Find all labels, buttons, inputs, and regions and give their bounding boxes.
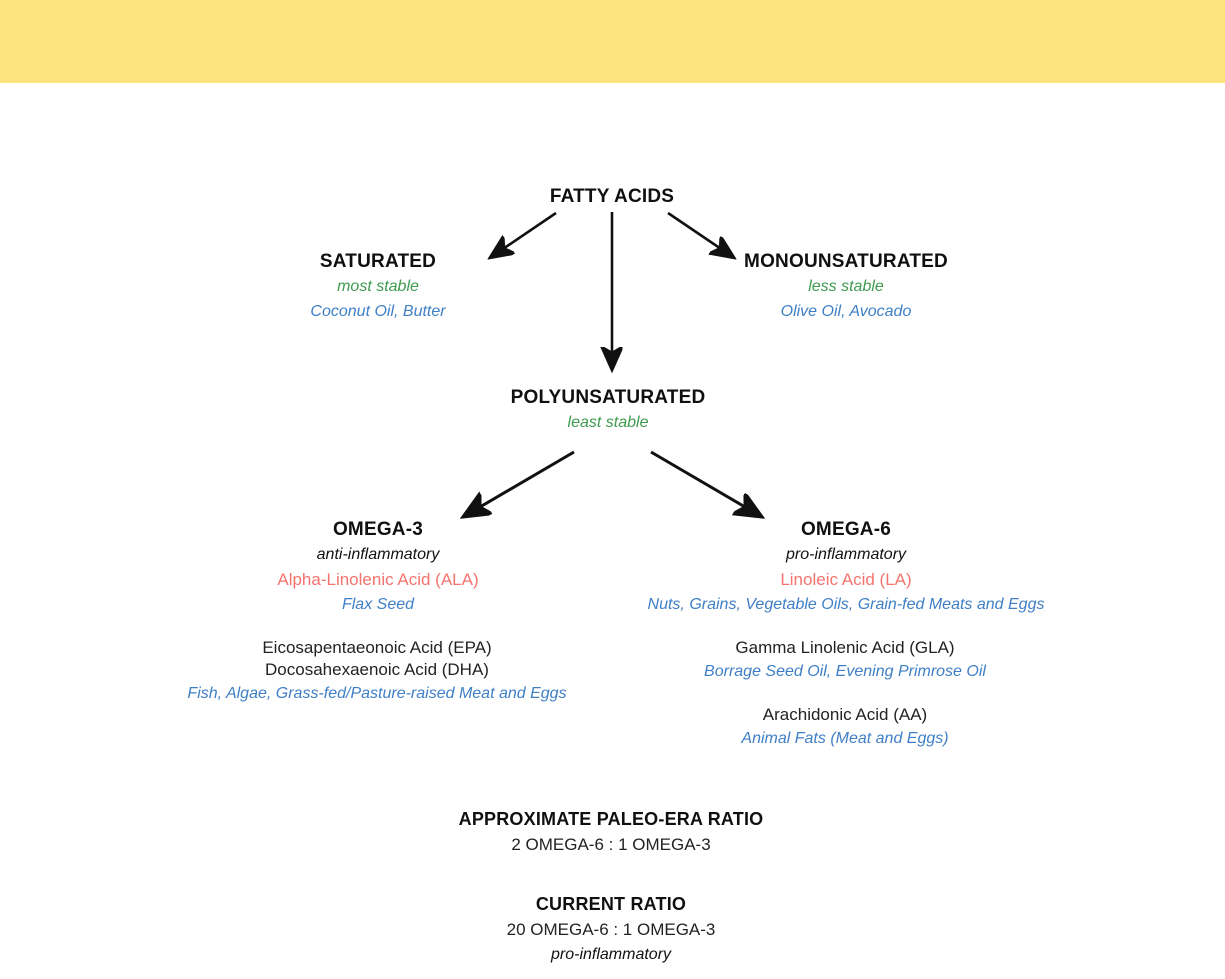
omega3-secondary-acid-dha: Docosahexaenoic Acid (DHA) xyxy=(265,660,489,679)
top-banner xyxy=(0,0,1225,83)
node-fatty-acids: FATTY ACIDS xyxy=(550,185,674,209)
ratio-paleo-value: 2 OMEGA-6 : 1 OMEGA-3 xyxy=(511,835,711,854)
ratio-paleo: APPROXIMATE PALEO-ERA RATIO 2 OMEGA-6 : … xyxy=(459,806,764,857)
omega6-aa-sources: Animal Fats (Meat and Eggs) xyxy=(741,730,949,747)
node-omega6-gla: Gamma Linolenic Acid (GLA) Borrage Seed … xyxy=(704,637,986,684)
ratio-current-note: pro-inflammatory xyxy=(550,946,672,963)
arrow-fattyacids-to-saturated xyxy=(494,211,557,255)
omega6-title: OMEGA-6 xyxy=(800,519,892,540)
monounsaturated-title: MONOUNSATURATED xyxy=(744,251,948,272)
polyunsaturated-title: POLYUNSATURATED xyxy=(510,387,706,408)
omega6-secondary-acid-aa: Arachidonic Acid (AA) xyxy=(762,705,928,724)
omega3-secondary-sources: Fish, Algae, Grass-fed/Pasture-raised Me… xyxy=(187,685,567,702)
node-saturated: SATURATED most stable Coconut Oil, Butte… xyxy=(310,250,445,324)
polyunsaturated-stability: least stable xyxy=(567,414,649,431)
saturated-stability: most stable xyxy=(337,278,419,295)
node-omega3-secondary: Eicosapentaeonoic Acid (EPA) Docosahexae… xyxy=(187,637,566,706)
fatty-acids-title: FATTY ACIDS xyxy=(549,186,675,207)
omega6-primary-sources: Nuts, Grains, Vegetable Oils, Grain-fed … xyxy=(647,596,1045,613)
omega6-secondary-acid-gla: Gamma Linolenic Acid (GLA) xyxy=(735,638,955,657)
ratio-current: CURRENT RATIO 20 OMEGA-6 : 1 OMEGA-3 pro… xyxy=(507,891,716,967)
omega3-title: OMEGA-3 xyxy=(332,519,424,540)
omega6-primary-acid: Linoleic Acid (LA) xyxy=(780,570,912,589)
ratio-current-title: CURRENT RATIO xyxy=(535,894,687,914)
arrow-polyunsaturated-to-omega3 xyxy=(468,450,575,514)
monounsaturated-stability: less stable xyxy=(808,278,884,295)
node-monounsaturated: MONOUNSATURATED less stable Olive Oil, A… xyxy=(744,250,948,324)
node-omega6-aa: Arachidonic Acid (AA) Animal Fats (Meat … xyxy=(741,704,948,751)
ratio-paleo-title: APPROXIMATE PALEO-ERA RATIO xyxy=(458,809,764,829)
node-omega6: OMEGA-6 pro-inflammatory Linoleic Acid (… xyxy=(648,518,1045,617)
omega3-primary-acid: Alpha-Linolenic Acid (ALA) xyxy=(277,570,479,589)
omega3-inflammation: anti-inflammatory xyxy=(316,546,440,563)
node-polyunsaturated: POLYUNSATURATED least stable xyxy=(511,386,706,435)
omega3-secondary-acid-epa: Eicosapentaeonoic Acid (EPA) xyxy=(262,638,492,657)
omega6-gla-sources: Borrage Seed Oil, Evening Primrose Oil xyxy=(704,663,986,680)
arrow-polyunsaturated-to-omega6 xyxy=(650,450,757,514)
omega6-inflammation: pro-inflammatory xyxy=(785,546,907,563)
ratio-current-value: 20 OMEGA-6 : 1 OMEGA-3 xyxy=(506,920,716,939)
omega3-primary-sources: Flax Seed xyxy=(341,596,415,613)
monounsaturated-sources: Olive Oil, Avocado xyxy=(780,303,912,320)
saturated-title: SATURATED xyxy=(319,251,437,272)
saturated-sources: Coconut Oil, Butter xyxy=(310,303,446,320)
arrow-fattyacids-to-monounsaturated xyxy=(667,211,730,255)
node-omega3: OMEGA-3 anti-inflammatory Alpha-Linoleni… xyxy=(277,518,478,617)
